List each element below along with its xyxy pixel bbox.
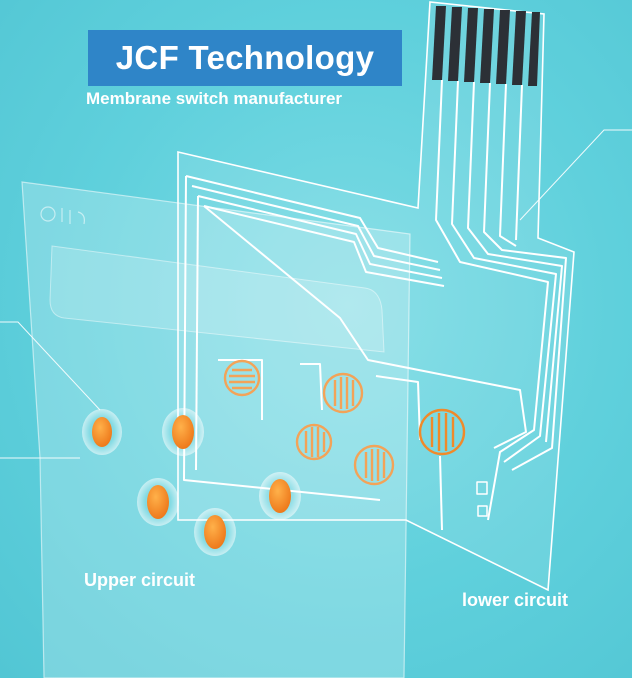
lower-circuit-label: lower circuit <box>462 590 569 610</box>
upper-circuit-layer <box>21 181 411 678</box>
connector-tail <box>432 6 540 86</box>
dome-button <box>137 478 179 526</box>
upper-circuit-label: Upper circuit <box>84 570 196 590</box>
panel-logo-mark <box>40 206 85 225</box>
display-window <box>49 245 385 353</box>
contact-pad <box>353 444 395 486</box>
contact-pad <box>295 423 333 461</box>
dome-button <box>162 408 204 456</box>
brand-banner: JCF Technology <box>88 30 402 86</box>
dome-button <box>194 508 236 556</box>
dome-button <box>259 472 301 520</box>
contact-pad <box>223 359 261 397</box>
brand-title: JCF Technology <box>115 39 375 76</box>
brand-tagline: Membrane switch manufacturer <box>86 89 343 108</box>
lower-circuit-layer <box>177 1 575 592</box>
contact-pad <box>418 408 466 456</box>
contact-pad <box>322 372 364 414</box>
dome-buttons <box>82 408 301 556</box>
dome-button <box>82 409 122 455</box>
lower-contact-pads <box>223 359 466 486</box>
